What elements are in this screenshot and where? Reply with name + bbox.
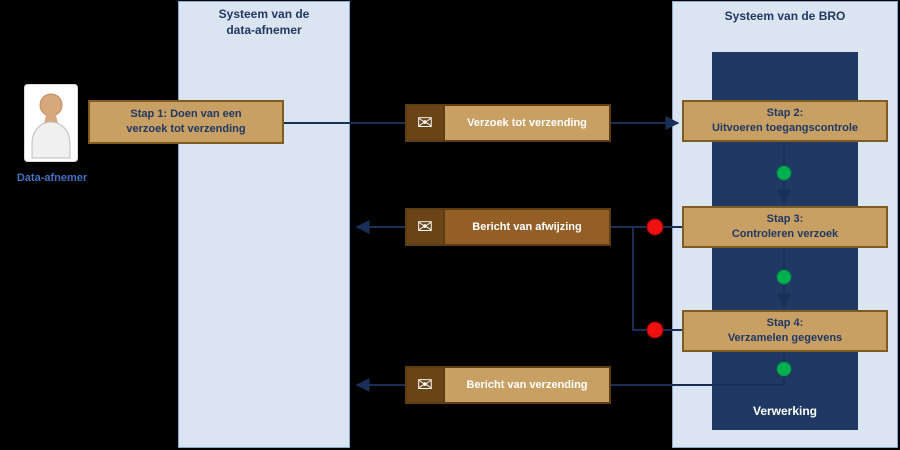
- reject-dot-step3: [646, 218, 664, 236]
- envelope-icon: ✉: [407, 106, 445, 140]
- reject-dot-step4: [646, 321, 664, 339]
- processing-label: Verwerking: [752, 404, 818, 418]
- message-verzoek-box: ✉ Verzoek tot verzending: [405, 104, 611, 142]
- envelope-icon: ✉: [407, 368, 445, 402]
- line-step4-to-afwijzing: [632, 228, 682, 331]
- step1-box: Stap 1: Doen van een verzoek tot verzend…: [88, 100, 284, 144]
- step3-line2: Controleren verzoek: [731, 228, 839, 240]
- step2-line1: Stap 2:: [766, 107, 804, 120]
- envelope-icon: ✉: [407, 210, 445, 244]
- lane-title-line: data-afnemer: [226, 22, 302, 37]
- step4-box: Stap 4: Verzamelen gegevens: [682, 310, 888, 352]
- lane-title-data-afnemer: Systeem van de data-afnemer: [178, 7, 350, 38]
- success-dot-step4: [776, 361, 792, 377]
- step3-box: Stap 3: Controleren verzoek: [682, 206, 888, 248]
- lane-title-line: Systeem van de: [218, 7, 310, 21]
- message-verzoek-label: Verzoek tot verzending: [445, 106, 609, 140]
- success-dot-step3: [776, 269, 792, 285]
- person-icon: [24, 84, 78, 162]
- lane-title-bro: Systeem van de BRO: [724, 9, 846, 23]
- success-dot-step2: [776, 165, 792, 181]
- message-afwijzing-box: ✉ Bericht van afwijzing: [405, 208, 611, 246]
- message-afwijzing-label: Bericht van afwijzing: [445, 210, 609, 244]
- step3-line1: Stap 3:: [766, 213, 804, 226]
- actor-label: Data-afnemer: [16, 172, 88, 184]
- message-verzending-box: ✉ Bericht van verzending: [405, 366, 611, 404]
- step1-line2: verzoek tot verzending: [126, 123, 246, 135]
- step4-line1: Stap 4:: [766, 317, 804, 330]
- lane-data-afnemer: [178, 1, 350, 448]
- step1-line1: Stap 1: Doen van een: [130, 108, 242, 121]
- message-verzending-label: Bericht van verzending: [445, 368, 609, 402]
- step2-box: Stap 2: Uitvoeren toegangscontrole: [682, 100, 888, 142]
- step2-line2: Uitvoeren toegangscontrole: [711, 122, 859, 134]
- step4-line2: Verzamelen gegevens: [727, 332, 843, 344]
